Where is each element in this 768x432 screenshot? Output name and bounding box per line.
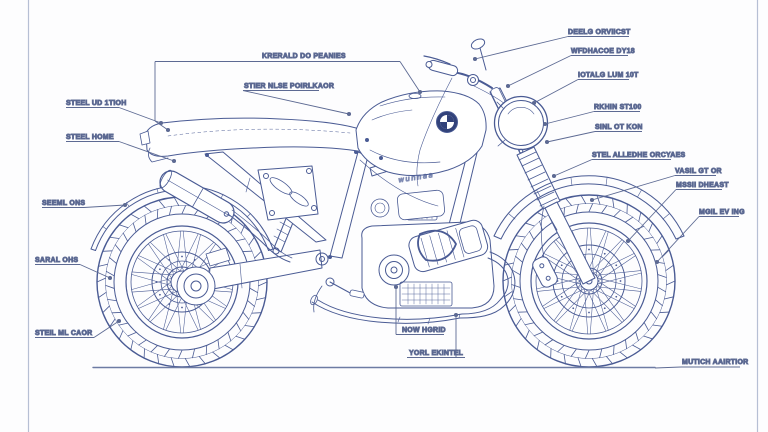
callout-label: STEIL ML CAOR [35, 330, 92, 337]
callout-saral-ohs: SARAL OHS [35, 257, 113, 281]
callout-label: MUTICH AAIRTIOR [682, 359, 748, 366]
front-fender [493, 175, 685, 240]
callout-leader-lines: STEEL UD 1TIOH STEEL HOME SEEML ONS SARA… [35, 29, 749, 369]
callout-mutich-aairtior: MUTICH AAIRTIOR [654, 359, 749, 369]
front-wheel [502, 194, 676, 368]
callout-now-hgrid: NOW HGRID [393, 284, 446, 335]
callout-stel-alledhe-orcyaes: STEL ALLEDHE ORCYAES [551, 152, 686, 179]
page-border-lines [27, 0, 759, 432]
exhaust-muffler [159, 169, 293, 263]
callout-label: KRERALD DO PEANIES [262, 53, 346, 60]
callout-label: STIER NLSE POIRLKAOR [244, 83, 334, 90]
callout-wfdhacoe-dy18: WFDHACOE DY18 [505, 48, 635, 89]
callout-seeml-ons: SEEML ONS [42, 200, 128, 208]
callout-label: STEEL HOME [66, 134, 114, 141]
callout-label: YORL EKINTEL [409, 350, 464, 357]
callout-deelg-orviicst: DEELG ORVIICST [472, 29, 631, 62]
callout-label: MSSII DHEAST [676, 182, 729, 189]
callout-label: VASIL GT OR [675, 168, 722, 175]
callout-vasil-gt-or: VASIL GT OR [589, 168, 722, 203]
callout-label: IOTALG LUM 10T [578, 72, 639, 79]
callout-label: SEEML ONS [42, 200, 85, 207]
callout-label: SARAL OHS [35, 257, 78, 264]
callout-label: STEEL UD 1TIOH [66, 100, 127, 107]
callout-krerald-do-peanies: KRERALD DO PEANIES [154, 53, 423, 133]
foot-controls [313, 277, 365, 313]
callout-mssii-dheast: MSSII DHEAST [625, 182, 729, 244]
engine [361, 189, 495, 309]
callout-label: NOW HGRID [402, 327, 446, 334]
callout-steel-ud-ttioh: STEEL UD 1TIOH [66, 100, 164, 126]
callout-mgil-ev-ing: MGIL EV ING [654, 209, 745, 265]
callout-sinl-ot-kon: SINL OT KON [544, 124, 643, 145]
bmw-roundel-logo [436, 111, 458, 133]
headlight [493, 95, 549, 154]
callout-yorl-ekintel: YORL EKINTEL [407, 312, 465, 358]
callout-steil-ml-caor: STEIL ML CAOR [35, 318, 122, 338]
callout-label: MGIL EV ING [699, 209, 745, 216]
callout-rkhin-st100: RKHIN ST100 [542, 104, 642, 127]
callout-iotalg-lum-10t: IOTALG LUM 10T [531, 72, 639, 106]
swingarm [176, 247, 329, 306]
callout-steel-home: STEEL HOME [66, 134, 177, 164]
callout-stier-nlse-poirlkaor: STIER NLSE POIRLKAOR [242, 83, 352, 117]
callout-label: RKHIN ST100 [594, 104, 641, 111]
callout-label: SINL OT KON [595, 124, 643, 131]
seat-unit [139, 117, 369, 163]
handlebar [423, 38, 493, 89]
fuel-tank [355, 90, 487, 176]
callout-label: WFDHACOE DY18 [571, 48, 635, 55]
callout-label: DEELG ORVIICST [568, 29, 631, 36]
frame-side-plate [257, 165, 319, 221]
callout-label: STEL ALLEDHE ORCYAES [592, 152, 686, 159]
